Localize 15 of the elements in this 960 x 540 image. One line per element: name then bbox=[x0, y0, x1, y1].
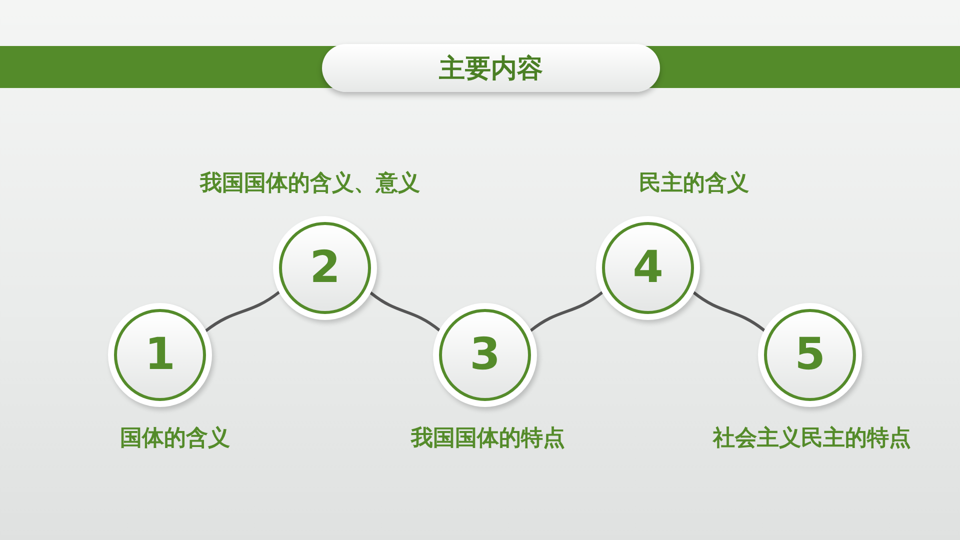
step-label: 民主的含义 bbox=[639, 170, 749, 198]
step-number: 2 bbox=[310, 246, 340, 290]
step-label: 我国国体的含义、意义 bbox=[200, 170, 420, 198]
connector-line bbox=[692, 291, 766, 332]
step-number: 5 bbox=[794, 333, 826, 377]
connector-line bbox=[204, 290, 280, 332]
step-label: 国体的含义 bbox=[120, 425, 230, 453]
step-label: 社会主义民主的特点 bbox=[713, 424, 911, 453]
step-label: 我国国体的特点 bbox=[411, 425, 565, 453]
step-number: 1 bbox=[144, 333, 176, 377]
connector-line bbox=[369, 291, 441, 332]
title: 主要内容 bbox=[439, 52, 543, 86]
step-number: 4 bbox=[632, 246, 664, 290]
connector-line bbox=[529, 290, 604, 332]
step-number: 3 bbox=[470, 333, 500, 377]
